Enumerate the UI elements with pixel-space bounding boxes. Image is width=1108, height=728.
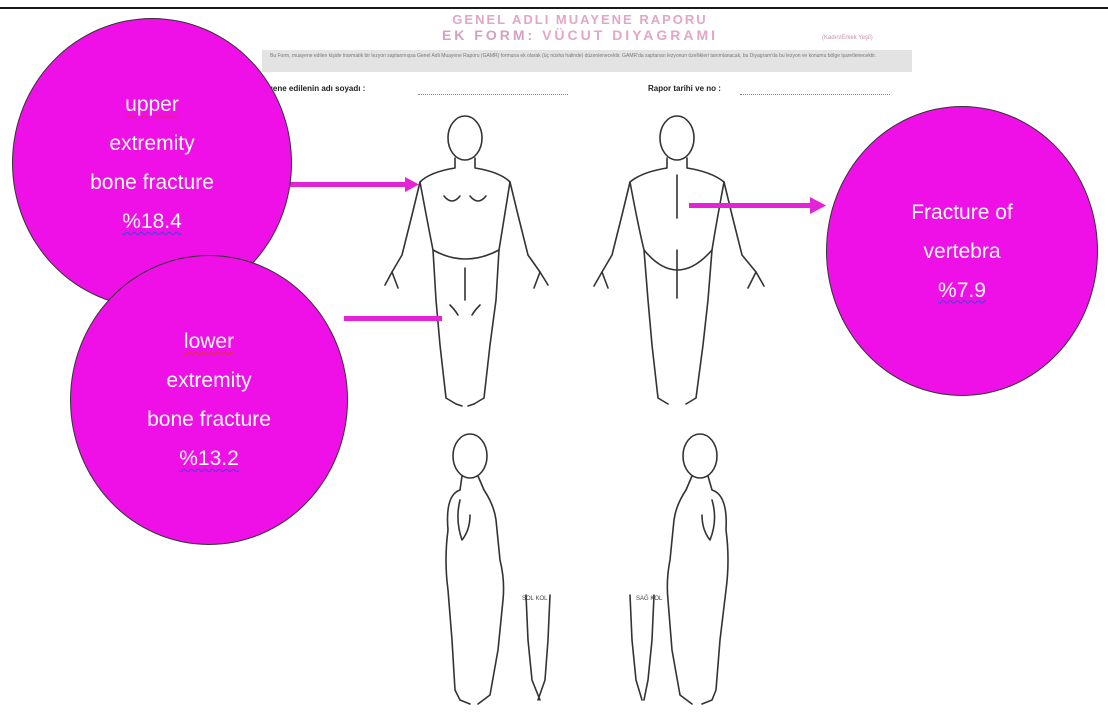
- back-body-figure: [594, 116, 764, 404]
- vertebra-line-1: Fracture of: [911, 193, 1013, 232]
- upper-line-3: bone fracture: [90, 163, 214, 202]
- vertebra-line-2-text: vertebra %7.9: [923, 232, 1000, 310]
- lower-line-2: extremity: [166, 361, 251, 400]
- vertebra-arrow-line: [689, 203, 813, 208]
- left-side-body-figure: [446, 434, 550, 704]
- right-side-body-figure: [630, 434, 728, 704]
- lower-line-3: bone fracture: [147, 400, 271, 439]
- vertebra-line-2: vertebra %7.9: [923, 232, 1000, 310]
- lower-extremity-fracture-circle: lower extremity bone fracture %13.2: [70, 255, 348, 545]
- upper-line-2: extremity: [109, 124, 194, 163]
- lower-percent: %13.2: [179, 439, 239, 478]
- front-body-figure: [385, 116, 548, 406]
- lower-extremity-arrow-line: [344, 316, 442, 321]
- upper-percent: %18.4: [122, 202, 182, 241]
- vertebra-fracture-circle: Fracture of vertebra %7.9: [826, 106, 1098, 396]
- upper-line-1: upper: [125, 85, 179, 124]
- vertebra-arrowhead: [810, 197, 828, 215]
- vertebra-percent: %7.9: [923, 271, 1000, 310]
- left-hand-label: SOL KOL: [522, 596, 548, 602]
- lower-line-1: lower: [184, 322, 234, 361]
- upper-extremity-arrowhead: [405, 177, 421, 193]
- right-hand-label: SAĞ KOL: [636, 595, 663, 602]
- upper-extremity-arrow-line: [290, 182, 408, 187]
